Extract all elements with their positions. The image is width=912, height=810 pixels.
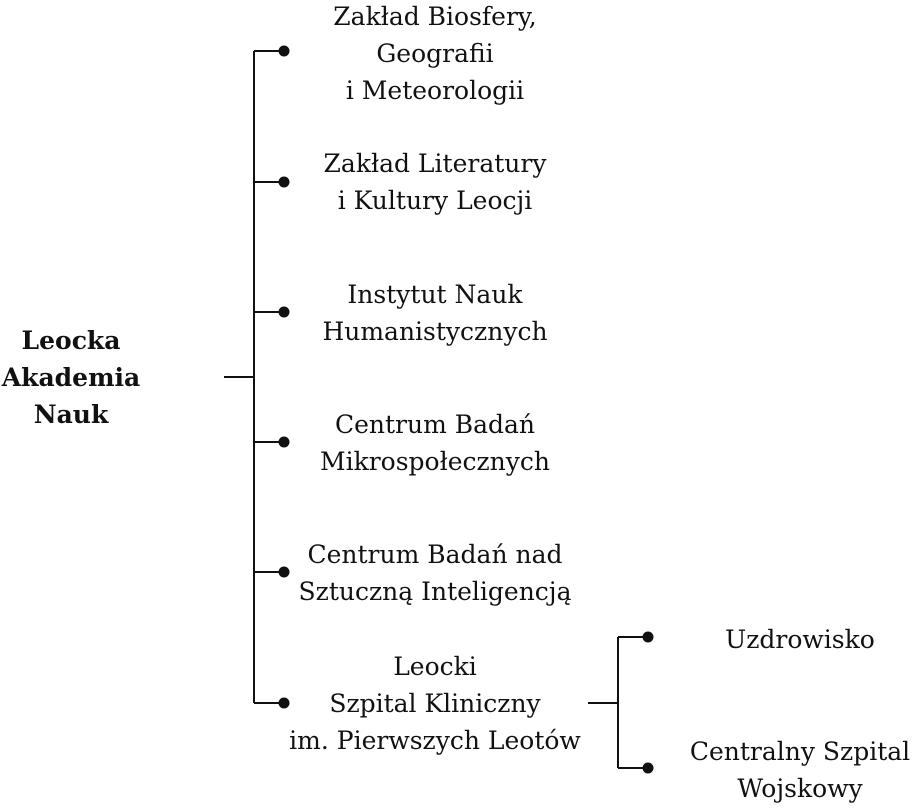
- child-6-line-3: im. Pierwszych Leotów: [289, 726, 581, 755]
- child-node-2-label: Zakład Literatury i Kultury Leocji: [300, 145, 570, 219]
- child-4-line-2: Mikrospołecznych: [319, 447, 551, 476]
- root-line-2: Akademia: [1, 363, 141, 392]
- child-2-line-1: Zakład Literatury: [323, 149, 547, 178]
- grandchild-1-line-1: Uzdrowisko: [725, 625, 875, 654]
- child-4-line-1: Centrum Badań: [334, 410, 536, 439]
- grandchild-2-line-2: Wojskowy: [737, 774, 863, 803]
- child-node-4-label: Centrum Badań Mikrospołecznych: [300, 406, 570, 480]
- root-node-label: Leocka Akademia Nauk: [0, 322, 142, 433]
- child-6-line-2: Szpital Kliniczny: [329, 689, 541, 718]
- child-5-line-2: Sztuczną Inteligencją: [298, 577, 572, 606]
- child-node-1-label: Zakład Biosfery, Geografii i Meteorologi…: [300, 0, 570, 109]
- grandchild-node-1-label: Uzdrowisko: [688, 621, 912, 658]
- grandchild-node-2-dot: [642, 762, 654, 774]
- child-2-line-2: i Kultury Leocji: [337, 186, 533, 215]
- child-3-line-1: Instytut Nauk: [347, 280, 523, 309]
- grandchild-2-line-1: Centralny Szpital: [689, 737, 911, 766]
- child-node-6-dot: [278, 697, 290, 709]
- child-node-4-dot: [278, 436, 290, 448]
- grandchild-node-2-label: Centralny Szpital Wojskowy: [688, 733, 912, 807]
- child-1-line-2: Geografii: [376, 39, 494, 68]
- child-node-1-dot: [278, 45, 290, 57]
- child-1-line-3: i Meteorologii: [345, 76, 525, 105]
- root-line-1: Leocka: [21, 326, 121, 355]
- child-5-line-1: Centrum Badań nad: [307, 540, 563, 569]
- child-node-3-dot: [278, 306, 290, 318]
- root-line-3: Nauk: [33, 400, 109, 429]
- child-node-5-label: Centrum Badań nad Sztuczną Inteligencją: [290, 536, 580, 610]
- child-node-2-dot: [278, 176, 290, 188]
- child-node-3-label: Instytut Nauk Humanistycznych: [300, 276, 570, 350]
- child-1-line-1: Zakład Biosfery,: [333, 2, 537, 31]
- grandchild-node-1-dot: [642, 631, 654, 643]
- child-3-line-2: Humanistycznych: [322, 317, 548, 346]
- child-6-line-1: Leocki: [393, 652, 477, 681]
- child-node-5-dot: [278, 566, 290, 578]
- child-node-6-label: Leocki Szpital Kliniczny im. Pierwszych …: [275, 648, 595, 759]
